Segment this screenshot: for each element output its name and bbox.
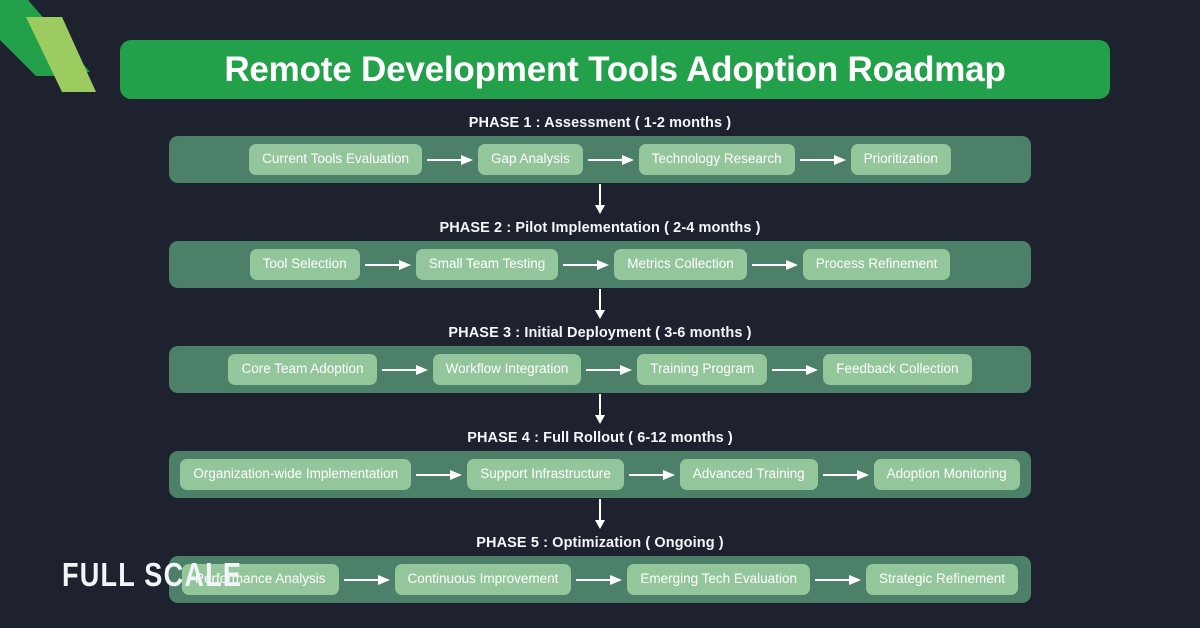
phase-step[interactable]: Small Team Testing — [415, 249, 559, 280]
phase-step[interactable]: Organization-wide Implementation — [180, 459, 412, 490]
brand-logo: FULL SCALE — [62, 556, 243, 593]
phase-step[interactable]: Training Program — [637, 354, 768, 385]
phase-heading: PHASE 3 : Initial Deployment ( 3-6 month… — [448, 325, 752, 341]
phase-step[interactable]: Tool Selection — [249, 249, 360, 280]
phase-step[interactable]: Gap Analysis — [477, 144, 583, 175]
phase-block-5: PHASE 5 : Optimization ( Ongoing ) Perfor… — [0, 530, 1200, 603]
decor-dark-green-shape — [0, 0, 90, 72]
step-arrow-icon — [576, 574, 623, 585]
step-arrow-icon — [814, 574, 861, 585]
phase-step[interactable]: Support Infrastructure — [467, 459, 624, 490]
page-title: Remote Development Tools Adoption Roadma… — [224, 50, 1006, 89]
step-arrow-icon — [381, 364, 428, 375]
phase-step[interactable]: Adoption Monitoring — [873, 459, 1020, 490]
phase-block-3: PHASE 3 : Initial Deployment ( 3-6 month… — [0, 320, 1200, 393]
phase-step[interactable]: Emerging Tech Evaluation — [627, 564, 810, 595]
step-arrow-icon — [628, 469, 675, 480]
step-arrow-icon — [587, 154, 634, 165]
step-arrow-icon — [426, 154, 473, 165]
decor-dark-green-block — [0, 0, 72, 76]
phase-step[interactable]: Core Team Adoption — [228, 354, 377, 385]
phase-step[interactable]: Process Refinement — [802, 249, 951, 280]
phase-step[interactable]: Current Tools Evaluation — [249, 144, 422, 175]
phase-block-1: PHASE 1 : Assessment ( 1-2 months ) Curre… — [0, 110, 1200, 183]
phase-step[interactable]: Advanced Training — [679, 459, 818, 490]
step-arrow-icon — [364, 259, 411, 270]
phase-connector — [0, 288, 1200, 320]
decor-light-green-shape — [26, 17, 96, 92]
step-arrow-icon — [751, 259, 798, 270]
phase-step[interactable]: Performance Analysis — [181, 564, 339, 595]
page-title-bar: Remote Development Tools Adoption Roadma… — [120, 40, 1110, 99]
phase-connector — [0, 183, 1200, 215]
phase-heading: PHASE 1 : Assessment ( 1-2 months ) — [468, 115, 732, 131]
step-arrow-icon — [586, 364, 633, 375]
phase-connector-arrow-icon — [595, 394, 605, 424]
phase-band: Current Tools Evaluation Gap Analysis Tech… — [169, 136, 1031, 183]
step-arrow-icon — [416, 469, 463, 480]
phase-connector-arrow-icon — [595, 499, 605, 529]
phase-connector-arrow-icon — [595, 289, 605, 319]
phase-step[interactable]: Strategic Refinement — [865, 564, 1019, 595]
phase-step[interactable]: Feedback Collection — [823, 354, 972, 385]
roadmap-container: PHASE 1 : Assessment ( 1-2 months ) Curre… — [0, 110, 1200, 603]
corner-decoration — [0, 0, 110, 100]
step-arrow-icon — [343, 574, 390, 585]
step-arrow-icon — [563, 259, 610, 270]
phase-heading: PHASE 2 : Pilot Implementation ( 2-4 mon… — [439, 220, 761, 236]
phase-heading: PHASE 4 : Full Rollout ( 6-12 months ) — [467, 430, 733, 446]
step-arrow-icon — [822, 469, 869, 480]
phase-step[interactable]: Continuous Improvement — [394, 564, 572, 595]
phase-step[interactable]: Technology Research — [638, 144, 795, 175]
phase-band: Performance Analysis Continuous Improveme… — [169, 556, 1031, 603]
phase-step[interactable]: Metrics Collection — [614, 249, 747, 280]
phase-band: Organization-wide Implementation Support … — [169, 451, 1031, 498]
phase-connector-arrow-icon — [595, 184, 605, 214]
phase-band: Core Team Adoption Workflow Integration Tr… — [169, 346, 1031, 393]
phase-band: Tool Selection Small Team Testing Metrics … — [169, 241, 1031, 288]
phase-step[interactable]: Prioritization — [850, 144, 951, 175]
phase-block-2: PHASE 2 : Pilot Implementation ( 2-4 mon… — [0, 215, 1200, 288]
phase-block-4: PHASE 4 : Full Rollout ( 6-12 months ) Or… — [0, 425, 1200, 498]
step-arrow-icon — [799, 154, 846, 165]
step-arrow-icon — [772, 364, 819, 375]
phase-step[interactable]: Workflow Integration — [432, 354, 582, 385]
phase-heading: PHASE 5 : Optimization ( Ongoing ) — [476, 535, 724, 551]
phase-connector — [0, 393, 1200, 425]
phase-connector — [0, 498, 1200, 530]
